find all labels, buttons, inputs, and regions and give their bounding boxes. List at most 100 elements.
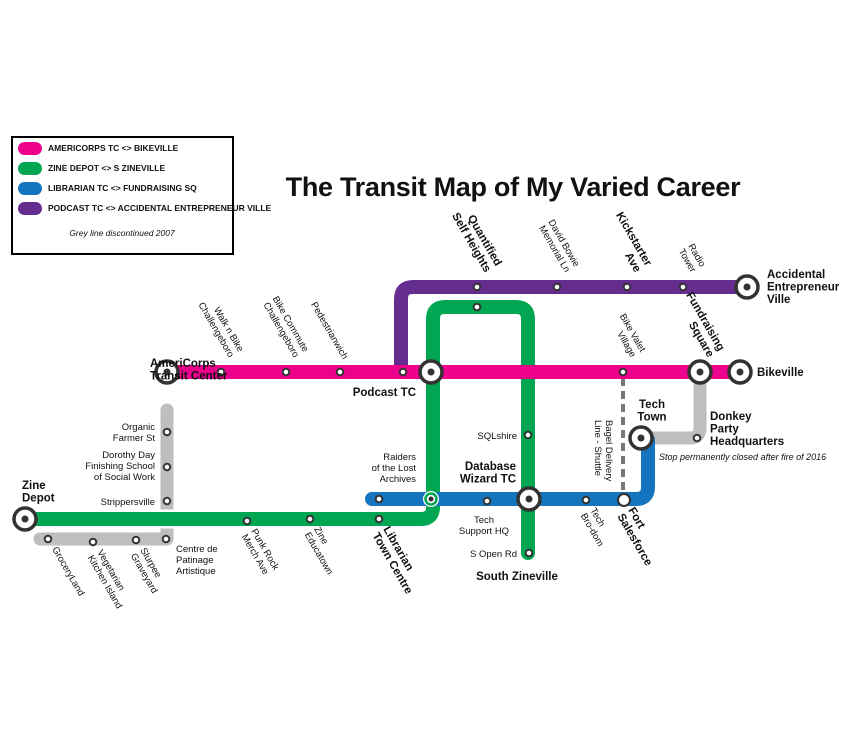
station-quantified[interactable] bbox=[472, 282, 482, 292]
station-walk-n-bike[interactable] bbox=[216, 367, 226, 377]
station-label-walk-n-bike: Walk n BikeChallengeboro bbox=[196, 300, 246, 359]
station-vegetarian[interactable] bbox=[88, 537, 98, 547]
station-tech-brodom[interactable] bbox=[581, 495, 591, 505]
station-raiders[interactable] bbox=[423, 491, 439, 507]
station-americorps-tc[interactable] bbox=[154, 359, 180, 385]
station-zine-depot[interactable] bbox=[12, 506, 38, 532]
svg-text:ZineEducatown: ZineEducatown bbox=[302, 525, 345, 577]
station-label-line: Tech bbox=[474, 515, 494, 526]
station-label-line: Finishing School bbox=[85, 461, 155, 472]
legend-item-label: ZINE DEPOT <> S ZINEVILLE bbox=[48, 163, 165, 173]
station-label-line: S Open Rd bbox=[470, 549, 517, 560]
station-label-line: AmeriCorps bbox=[150, 358, 216, 370]
station-organic[interactable] bbox=[162, 427, 172, 437]
station-donkey[interactable] bbox=[692, 433, 702, 443]
station-label-line: Accidental bbox=[767, 269, 825, 281]
station-fort-salesforce[interactable] bbox=[617, 493, 631, 507]
legend-box bbox=[11, 136, 234, 255]
station-label-line: Artistique bbox=[176, 566, 216, 577]
legend-swatch bbox=[18, 142, 42, 155]
bagel-line-label-line: Bagel Delivery bbox=[603, 420, 614, 481]
station-label-fort-salesforce: FortSalesforce bbox=[615, 506, 665, 569]
station-label-line: Party bbox=[710, 424, 739, 436]
station-sqlshire[interactable] bbox=[523, 430, 533, 440]
legend: AMERICORPS TC <> BIKEVILLE ZINE DEPOT <> … bbox=[11, 136, 272, 255]
station-label-line: Patinage bbox=[176, 555, 214, 566]
station-label-bike-valet: Bike ValetVillage bbox=[614, 312, 647, 359]
svg-text:Punk RockMerch Ave: Punk RockMerch Ave bbox=[239, 527, 281, 578]
station-label-line: Tech bbox=[639, 399, 665, 411]
legend-note: Grey line discontinued 2007 bbox=[69, 228, 175, 238]
station-tech-town[interactable] bbox=[628, 425, 654, 451]
station-zine-educatown[interactable] bbox=[305, 514, 315, 524]
station-label-line: Support HQ bbox=[459, 526, 509, 537]
station-label-line: Organic bbox=[122, 422, 156, 433]
station-bike-commute[interactable] bbox=[281, 367, 291, 377]
station-label-line: Pedestrianwich bbox=[308, 300, 350, 361]
svg-text:RadioTower: RadioTower bbox=[676, 242, 708, 275]
station-label-line: Ville bbox=[767, 294, 790, 306]
station-label-line: of Social Work bbox=[94, 472, 155, 483]
station-label-line: Dorothy Day bbox=[102, 450, 155, 461]
station-label-strippersville: Strippersville bbox=[101, 497, 155, 508]
station-accidental[interactable] bbox=[734, 274, 760, 300]
legend-item-label: PODCAST TC <> ACCIDENTAL ENTREPRENEUR VI… bbox=[48, 203, 272, 213]
legend-item-label: AMERICORPS TC <> BIKEVILLE bbox=[48, 143, 179, 153]
closed-stop-note: Stop permanently closed after fire of 20… bbox=[659, 452, 826, 462]
station-fundraising-sq[interactable] bbox=[687, 359, 713, 385]
legend-item-label: LIBRARIAN TC <> FUNDRAISING SQ bbox=[48, 183, 197, 193]
station-punk-rock[interactable] bbox=[242, 516, 252, 526]
bagel-line-label: Bagel Delivery Line - Shuttle bbox=[592, 420, 614, 481]
station-groceryland[interactable] bbox=[43, 534, 53, 544]
station-unnamed[interactable] bbox=[398, 367, 408, 377]
station-slurpee[interactable] bbox=[131, 535, 141, 545]
svg-text:LibrarianTown Centre: LibrarianTown Centre bbox=[370, 525, 426, 597]
station-tech-support[interactable] bbox=[482, 496, 492, 506]
station-bowie[interactable] bbox=[552, 282, 562, 292]
svg-text:FortSalesforce: FortSalesforce bbox=[615, 506, 665, 569]
station-label-line: Archives bbox=[380, 474, 417, 485]
station-pedestrianwich[interactable] bbox=[335, 367, 345, 377]
bagel-line-label-line: Line - Shuttle bbox=[592, 420, 603, 476]
station-label-slurpee: SlurpeeGraveyard bbox=[128, 546, 163, 595]
station-label-quantified: QuantifiedSelf Heights bbox=[449, 205, 503, 275]
station-strippersville[interactable] bbox=[162, 496, 172, 506]
station-label-line: Donkey bbox=[710, 411, 752, 423]
station-bikeville[interactable] bbox=[727, 359, 753, 385]
legend-swatch bbox=[18, 202, 42, 215]
station-dorothy[interactable] bbox=[162, 462, 172, 472]
station-label-bowie: David BowieMemorial Ln bbox=[536, 218, 581, 275]
station-patinage[interactable] bbox=[161, 534, 171, 544]
station-label-radio: RadioTower bbox=[676, 242, 708, 275]
svg-text:GroceryLand: GroceryLand bbox=[49, 545, 86, 598]
station-podcast-tc[interactable] bbox=[418, 359, 444, 385]
station-unnamed[interactable] bbox=[374, 494, 384, 504]
station-label-line: Depot bbox=[22, 493, 55, 505]
station-db-wizard[interactable] bbox=[516, 486, 542, 512]
station-bike-valet[interactable] bbox=[618, 367, 628, 377]
station-label-line: South Zineville bbox=[476, 571, 558, 583]
station-label-fundraising-sq: FundraisingSquare bbox=[683, 290, 726, 359]
station-label-zine-educatown: ZineEducatown bbox=[302, 525, 345, 577]
station-librarian[interactable] bbox=[374, 514, 384, 524]
svg-text:QuantifiedSelf Heights: QuantifiedSelf Heights bbox=[449, 205, 503, 275]
station-label-line: Raiders bbox=[383, 452, 416, 463]
station-label-punk-rock: Punk RockMerch Ave bbox=[239, 527, 281, 578]
station-radio[interactable] bbox=[678, 282, 688, 292]
station-s-open[interactable] bbox=[524, 548, 534, 558]
station-kickstarter[interactable] bbox=[622, 282, 632, 292]
station-label-line: Entrepreneur bbox=[767, 282, 840, 294]
station-label-s-open: S Open Rd bbox=[470, 549, 517, 560]
station-unnamed[interactable] bbox=[472, 302, 482, 312]
station-label-line: Headquarters bbox=[710, 436, 784, 448]
